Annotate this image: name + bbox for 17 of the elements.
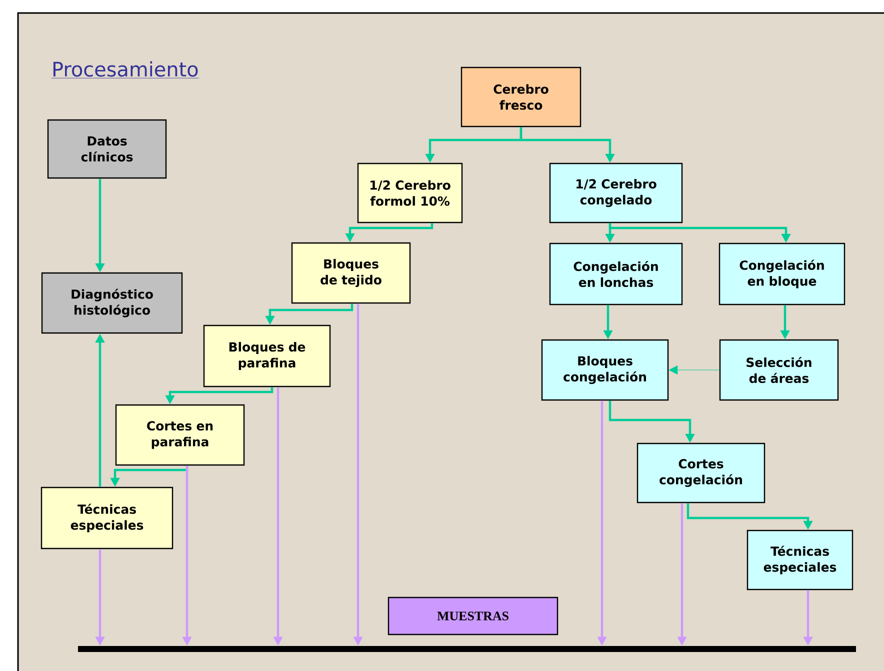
process-box: Técnicas especiales xyxy=(40,486,174,550)
process-box: Cerebro fresco xyxy=(460,66,582,128)
process-box: Datos clínicos xyxy=(47,119,167,179)
process-box: Cortes en parafina xyxy=(115,404,245,466)
title: Procesamiento xyxy=(51,61,199,78)
process-box: 1/2 Cerebro formol 10% xyxy=(357,162,463,224)
process-box: Técnicas especiales xyxy=(746,530,854,590)
process-box: Bloques de parafina xyxy=(203,324,331,388)
samples-box: MUESTRAS xyxy=(388,596,558,636)
process-box: Bloques de tejido xyxy=(291,242,411,304)
process-box: Selección de áreas xyxy=(719,339,839,401)
process-box: 1/2 Cerebro congelado xyxy=(549,162,683,224)
process-box: Bloques congelación xyxy=(541,339,669,401)
process-box: Diagnóstico histológico xyxy=(41,272,183,334)
process-box: Congelación en bloque xyxy=(718,242,846,306)
process-box: Congelación en lonchas xyxy=(549,242,683,306)
process-box: Cortes congelación xyxy=(636,442,766,504)
